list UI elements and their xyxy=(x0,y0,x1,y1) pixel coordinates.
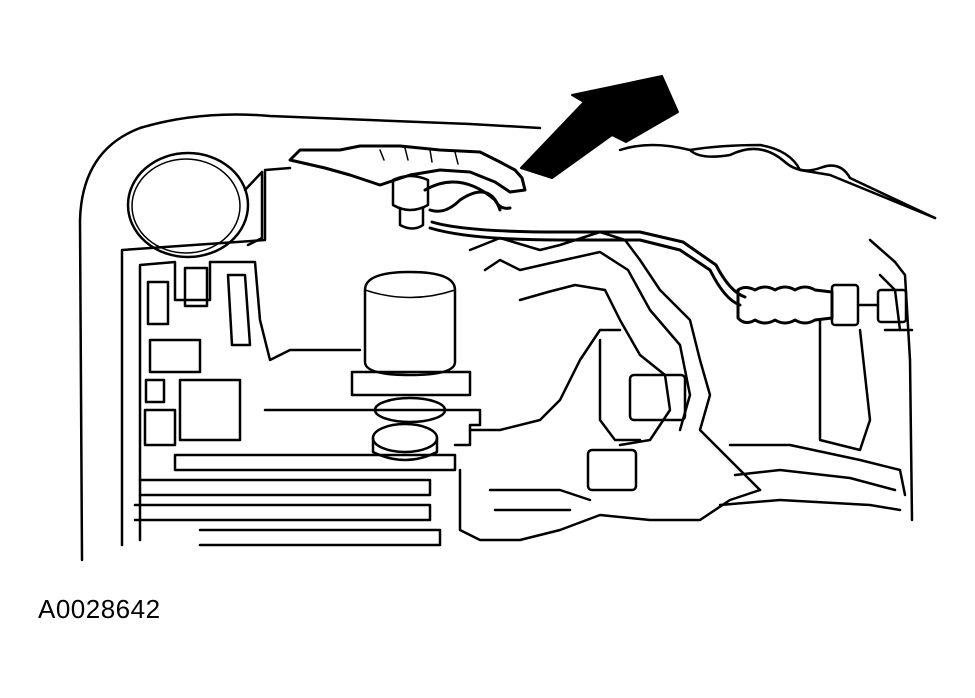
connector-stem xyxy=(400,208,423,229)
right-passage-b xyxy=(720,500,900,510)
square-port-1 xyxy=(588,450,636,490)
center-passage-g xyxy=(490,490,590,510)
retainer-teeth xyxy=(380,148,458,164)
round-cap-inner xyxy=(132,159,240,253)
channel-d xyxy=(150,340,200,372)
solenoid-body xyxy=(365,272,455,375)
connector-plug xyxy=(738,287,832,323)
solenoid-top xyxy=(365,290,455,298)
callout-arrow-icon xyxy=(521,76,678,178)
center-passage-b xyxy=(485,252,690,430)
channel-b xyxy=(148,282,168,324)
square-port-2 xyxy=(630,375,685,420)
right-housing xyxy=(870,240,912,520)
wiring-harness-inner xyxy=(432,222,745,297)
channel-c xyxy=(146,380,164,402)
bottom-channel-1 xyxy=(175,455,455,470)
lower-plug xyxy=(373,424,437,452)
center-passage-a xyxy=(470,232,760,490)
right-passage-a xyxy=(730,445,905,495)
bottom-channel-3 xyxy=(135,505,430,520)
housing-top-wave xyxy=(620,145,935,218)
channel-f xyxy=(145,410,175,445)
channel-a xyxy=(185,268,207,306)
bottom-channel-2 xyxy=(140,480,430,495)
housing-outline xyxy=(80,115,935,561)
retainer-bracket xyxy=(290,146,525,192)
lower-plug-body xyxy=(373,438,437,460)
mid-channel xyxy=(265,410,480,445)
wiring-harness-outer xyxy=(425,182,740,305)
round-cap xyxy=(128,153,248,257)
connector-end xyxy=(878,290,906,322)
right-passage-c xyxy=(820,320,870,450)
channel-e xyxy=(180,380,240,440)
valve-body-left xyxy=(122,168,360,545)
figure-id-label: A0028642 xyxy=(38,594,161,624)
center-passage-f xyxy=(600,340,640,440)
center-passage-d xyxy=(470,330,620,430)
connector-socket xyxy=(832,285,858,325)
connector-top xyxy=(393,176,428,210)
channel-g xyxy=(228,275,250,345)
center-passage-c xyxy=(520,285,670,445)
bottom-channel-4 xyxy=(200,530,440,545)
center-passage-e xyxy=(460,470,760,540)
solenoid-base xyxy=(352,372,470,395)
